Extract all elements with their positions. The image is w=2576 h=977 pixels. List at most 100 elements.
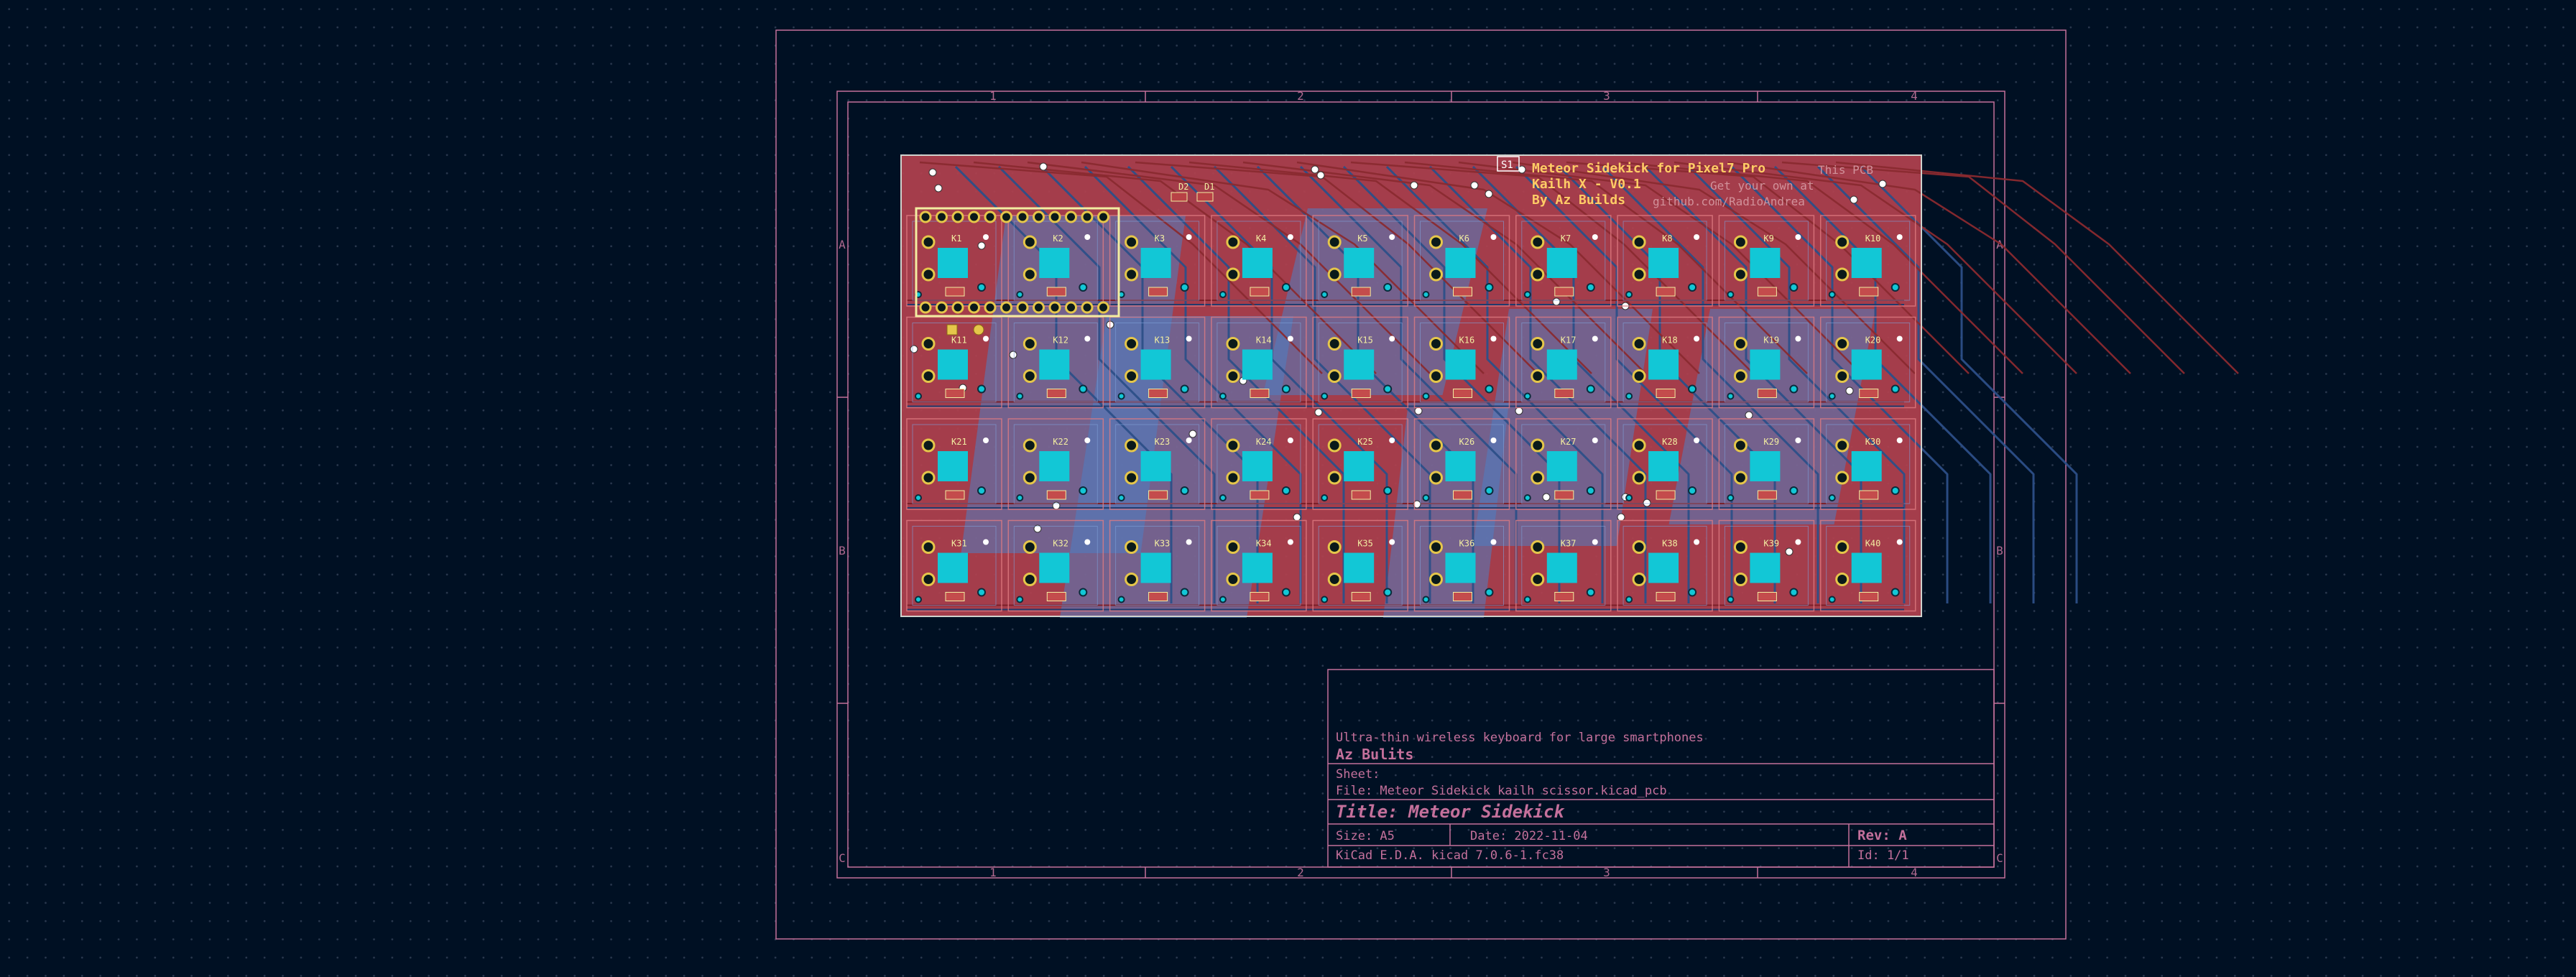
switch-footprint-k19[interactable]: K19 [1718,316,1815,409]
switch-footprint-k7[interactable]: K7 [1515,215,1612,307]
switch-footprint-k20[interactable]: K20 [1819,316,1916,409]
copper-trace [1135,161,1538,374]
svg-text:K12: K12 [1053,335,1068,346]
controller-pin-top [968,210,980,223]
switch-footprint-k16[interactable]: K16 [1413,316,1510,409]
back-pour-zone [1473,309,1653,546]
switch-footprint-k38[interactable]: K38 [1617,519,1713,612]
svg-text:K38: K38 [1662,539,1678,549]
switch-footprint-k5[interactable]: K5 [1312,215,1408,307]
via [1414,407,1423,415]
switch-footprint-k18[interactable]: K18 [1617,316,1713,409]
svg-text:K4: K4 [1256,233,1266,244]
switch-footprint-k31[interactable]: K31 [906,519,1002,612]
switch-footprint-k9[interactable]: K9 [1718,215,1815,307]
battery-pad-1 [946,324,958,335]
switch-footprint-k26[interactable]: K26 [1413,418,1510,510]
controller-pin-bottom [1081,301,1094,314]
switch-footprint-k39[interactable]: K39 [1718,519,1815,612]
controller-pin-bottom [1097,301,1109,314]
via [1470,181,1479,190]
svg-text:K9: K9 [1763,233,1773,244]
title-block: Ultra-thin wireless keyboard for large s… [1327,669,1995,868]
diode-d1-pad [1196,192,1214,202]
title-block-rev: Rev: A [1857,828,1907,843]
controller-pin-top [1016,210,1029,223]
via [934,184,943,193]
svg-text:K33: K33 [1155,539,1171,549]
title-block-tool: KiCad E.D.A. kicad 7.0.6-1.fc38 [1336,848,1564,863]
svg-text:K36: K36 [1459,539,1475,549]
switch-footprint-k14[interactable]: K14 [1211,316,1307,409]
svg-text:K16: K16 [1459,335,1475,346]
col-label-bottom-2: 2 [1297,866,1304,879]
switch-footprint-k29[interactable]: K29 [1718,418,1815,510]
copper-trace [1296,161,1700,374]
via [1039,162,1048,171]
switch-footprint-k12[interactable]: K12 [1007,316,1104,409]
via [1413,500,1421,509]
switch-footprint-k8[interactable]: K8 [1617,215,1713,307]
switch-footprint-k10[interactable]: K10 [1819,215,1916,307]
switch-footprint-k6[interactable]: K6 [1413,215,1510,307]
switch-footprint-k4[interactable]: K4 [1211,215,1307,307]
switch-footprint-k15[interactable]: K15 [1312,316,1408,409]
switch-footprint-k25[interactable]: K25 [1312,418,1408,510]
switch-footprint-k28[interactable]: K28 [1617,418,1713,510]
controller-pin-bottom [951,301,964,314]
via [1009,351,1017,359]
svg-text:K40: K40 [1865,539,1881,549]
switch-footprint-k22[interactable]: K22 [1007,418,1104,510]
copper-trace [1835,161,2239,374]
switch-footprint-k30[interactable]: K30 [1819,418,1916,510]
col-label-bottom-1: 1 [989,866,997,879]
controller-pin-top [984,210,997,223]
switch-footprint-k36[interactable]: K36 [1413,519,1510,612]
controller-pin-top [936,210,948,223]
copper-trace [1620,161,2023,374]
switch-footprint-k11[interactable]: K11 [906,316,1002,409]
svg-text:K8: K8 [1662,233,1672,244]
switch-footprint-k21[interactable]: K21 [906,418,1002,510]
svg-text:K15: K15 [1357,335,1373,346]
switch-footprint-k37[interactable]: K37 [1515,519,1612,612]
svg-text:K22: K22 [1053,437,1068,447]
switch-footprint-k40[interactable]: K40 [1819,519,1916,612]
svg-text:K27: K27 [1561,437,1576,447]
switch-footprint-k35[interactable]: K35 [1312,519,1408,612]
switch-footprint-k32[interactable]: K32 [1007,519,1104,612]
col-label-top-4: 4 [1911,89,1918,103]
svg-text:K24: K24 [1256,437,1272,447]
controller-pin-top [1033,210,1045,223]
svg-text:K7: K7 [1561,233,1571,244]
copper-trace [1342,165,1561,603]
switch-footprint-k27[interactable]: K27 [1515,418,1612,510]
svg-text:K30: K30 [1865,437,1881,447]
controller-pin-bottom [1065,301,1077,314]
switch-footprint-k33[interactable]: K33 [1109,519,1206,612]
col-label-bottom-4: 4 [1911,866,1918,879]
switch-footprint-k34[interactable]: K34 [1211,519,1307,612]
silk-board-title: Meteor Sidekick for Pixel7 Pro [1532,161,1765,176]
svg-text:K39: K39 [1763,539,1779,549]
svg-text:K14: K14 [1256,335,1272,346]
col-label-bottom-3: 3 [1603,866,1610,879]
board-edge-cuts [900,154,1922,617]
controller-pin-bottom [1033,301,1045,314]
svg-text:K21: K21 [951,437,967,447]
diode-d2-pad [1171,192,1188,202]
silk-board-author: By Az Builds [1532,193,1625,208]
switch-footprint-k3[interactable]: K3 [1109,215,1206,307]
copper-trace [1860,165,2078,603]
switch-footprint-k24[interactable]: K24 [1211,418,1307,510]
row-label-left-c: C [839,851,846,865]
silk-diode-d2: D2 [1178,182,1188,192]
controller-module[interactable] [915,207,1120,335]
row-label-left-b: B [839,544,846,557]
svg-text:K28: K28 [1662,437,1678,447]
switch-footprint-k23[interactable]: K23 [1109,418,1206,510]
switch-footprint-k13[interactable]: K13 [1109,316,1206,409]
switch-footprint-k17[interactable]: K17 [1515,316,1612,409]
